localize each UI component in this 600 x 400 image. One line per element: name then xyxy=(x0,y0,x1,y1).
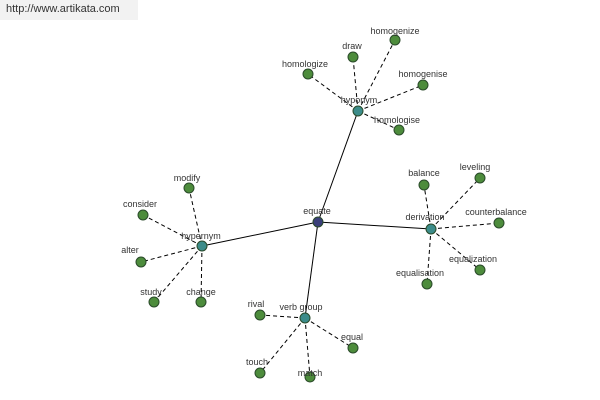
node-match: match xyxy=(298,368,323,378)
node-change[interactable] xyxy=(195,296,207,308)
node-equalization[interactable] xyxy=(474,264,486,276)
node-hypernym[interactable] xyxy=(196,240,208,252)
node-equate[interactable] xyxy=(312,216,324,228)
edge-derivation-balance xyxy=(423,184,432,230)
edge-verb-group-rival xyxy=(259,314,306,319)
edge-hyponym-homologize xyxy=(307,73,359,112)
node-consider[interactable] xyxy=(137,209,149,221)
node-homogenize: homogenize xyxy=(370,26,419,36)
node-alter: alter xyxy=(121,245,139,255)
node-homologise: homologise xyxy=(374,115,420,125)
node-alter[interactable] xyxy=(135,256,147,268)
node-rival: rival xyxy=(248,299,265,309)
edge-hypernym-change xyxy=(200,245,203,303)
source-url[interactable]: http://www.artikata.com xyxy=(6,3,120,15)
edge-derivation-leveling xyxy=(430,177,481,230)
edge-verb-group-equal xyxy=(304,317,354,349)
edge-hypernym-modify xyxy=(188,187,203,247)
edge-equate-verb-group xyxy=(304,221,319,319)
node-homologize: homologize xyxy=(282,59,328,69)
node-counterbalance: counterbalance xyxy=(465,207,527,217)
node-hyponym: hyponym xyxy=(341,95,378,105)
node-equal: equal xyxy=(341,332,363,342)
edge-derivation-counterbalance xyxy=(430,222,500,230)
node-study: study xyxy=(140,287,162,297)
node-change: change xyxy=(186,287,216,297)
node-homogenise: homogenise xyxy=(398,69,447,79)
node-match[interactable] xyxy=(304,371,316,383)
edge-verb-group-match xyxy=(304,317,311,378)
edge-hyponym-homogenize xyxy=(357,39,396,112)
node-counterbalance[interactable] xyxy=(493,217,505,229)
node-homogenise[interactable] xyxy=(417,79,429,91)
node-derivation: derivation xyxy=(405,212,444,222)
node-hypernym: hypernym xyxy=(181,231,221,241)
node-rival[interactable] xyxy=(254,309,266,321)
node-equalization: equalization xyxy=(449,254,497,264)
node-balance: balance xyxy=(408,168,440,178)
edge-hypernym-study xyxy=(153,245,203,303)
node-draw: draw xyxy=(342,41,362,51)
node-derivation[interactable] xyxy=(425,223,437,235)
node-modify[interactable] xyxy=(183,182,195,194)
node-homologize[interactable] xyxy=(302,68,314,80)
edge-derivation-equalization xyxy=(430,228,481,271)
node-verb-group: verb group xyxy=(279,302,322,312)
node-touch[interactable] xyxy=(254,367,266,379)
node-homologise[interactable] xyxy=(393,124,405,136)
node-leveling: leveling xyxy=(460,162,491,172)
node-hyponym[interactable] xyxy=(352,105,364,117)
node-equate: equate xyxy=(303,206,331,216)
node-study[interactable] xyxy=(148,296,160,308)
node-touch: touch xyxy=(246,357,268,367)
edge-equate-derivation xyxy=(317,221,432,230)
edge-verb-group-touch xyxy=(259,317,306,374)
node-balance[interactable] xyxy=(418,179,430,191)
node-modify: modify xyxy=(174,173,201,183)
edge-hyponym-homogenise xyxy=(357,84,424,112)
node-verb-group[interactable] xyxy=(299,312,311,324)
node-homogenize[interactable] xyxy=(389,34,401,46)
edge-equate-hyponym xyxy=(317,110,359,223)
edge-hyponym-draw xyxy=(352,56,359,112)
edge-hyponym-homologise xyxy=(357,110,400,131)
node-equalisation: equalisation xyxy=(396,268,444,278)
node-equalisation[interactable] xyxy=(421,278,433,290)
source-url-bar: http://www.artikata.com xyxy=(0,0,138,20)
edge-hypernym-alter xyxy=(140,245,203,263)
edge-derivation-equalisation xyxy=(426,228,432,285)
node-leveling[interactable] xyxy=(474,172,486,184)
node-equal[interactable] xyxy=(347,342,359,354)
node-consider: consider xyxy=(123,199,157,209)
node-draw[interactable] xyxy=(347,51,359,63)
edge-equate-hypernym xyxy=(201,221,319,247)
